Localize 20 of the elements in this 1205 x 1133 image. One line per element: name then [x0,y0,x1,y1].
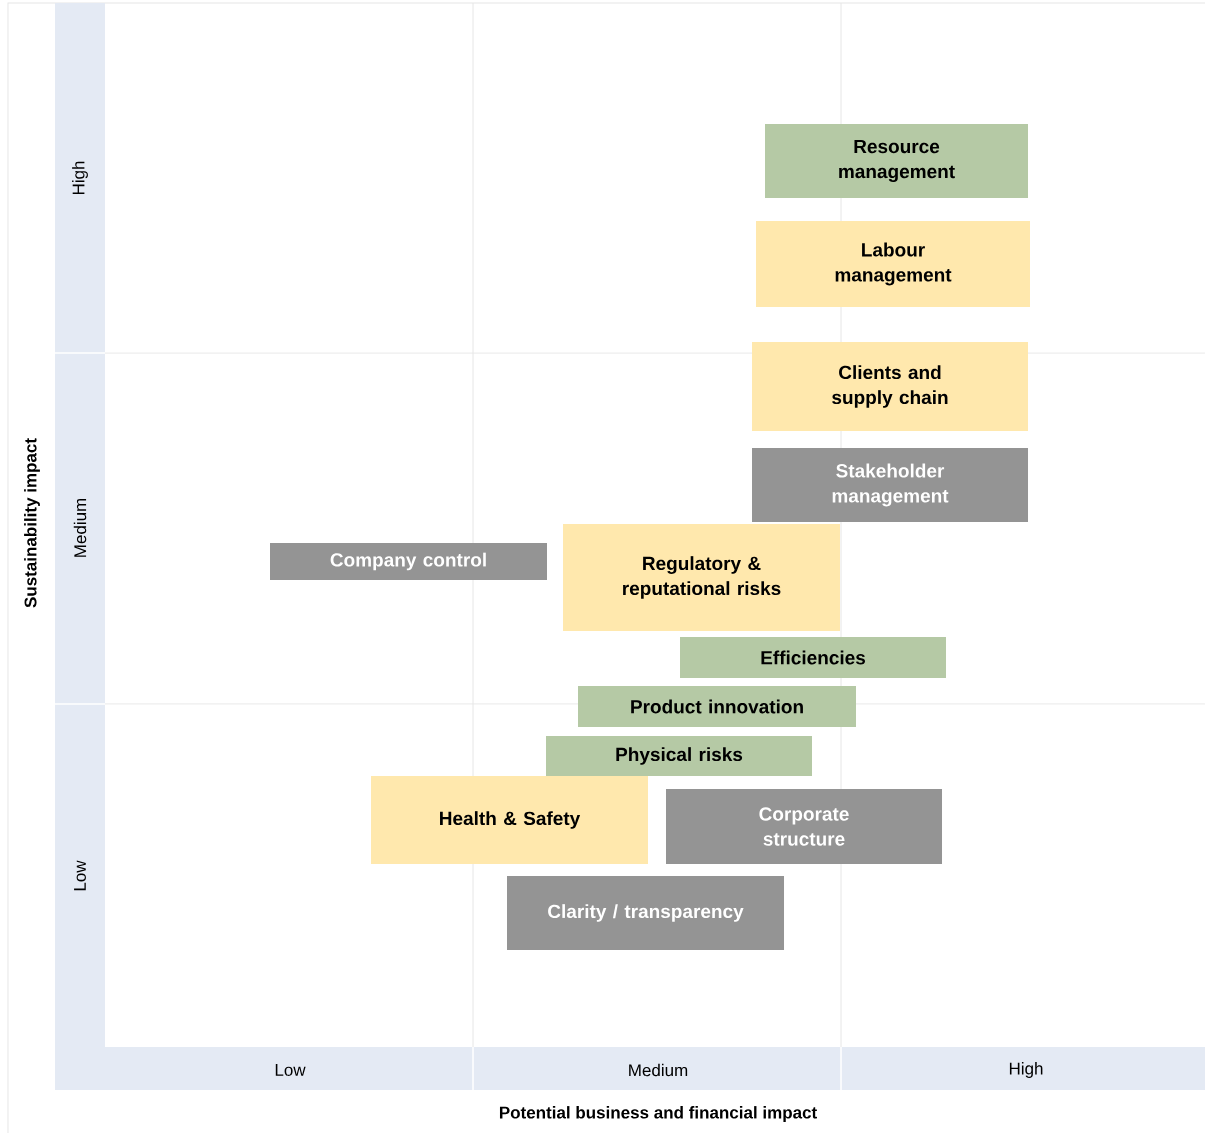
tick-label: Low [74,860,86,891]
topic-box: Product innovation [578,686,856,727]
topic-box: Physical risks [546,736,812,776]
topic-box: Resource management [765,124,1028,198]
topic-box: Health & Safety [371,776,648,864]
axis-title: Potential business and financial impact [499,1106,817,1122]
tick-label: High [72,161,88,195]
topic-box: Clarity / transparency [507,876,784,950]
topic-box: Labour management [756,221,1030,307]
axis-title: Sustainability impact [24,438,40,608]
topic-box: Corporate structure [666,789,942,864]
topic-box: Clients and supply chain [752,342,1028,431]
topic-box: Efficiencies [680,637,946,678]
topic-box: Company control [270,543,547,580]
tick-label: Medium [629,1063,688,1077]
tick-label: High [1009,1062,1043,1078]
topic-box: Regulatory & reputational risks [563,524,840,631]
tick-label: Medium [73,498,87,557]
tick-label: Low [275,1064,306,1076]
topic-box: Stakeholder management [752,448,1028,522]
